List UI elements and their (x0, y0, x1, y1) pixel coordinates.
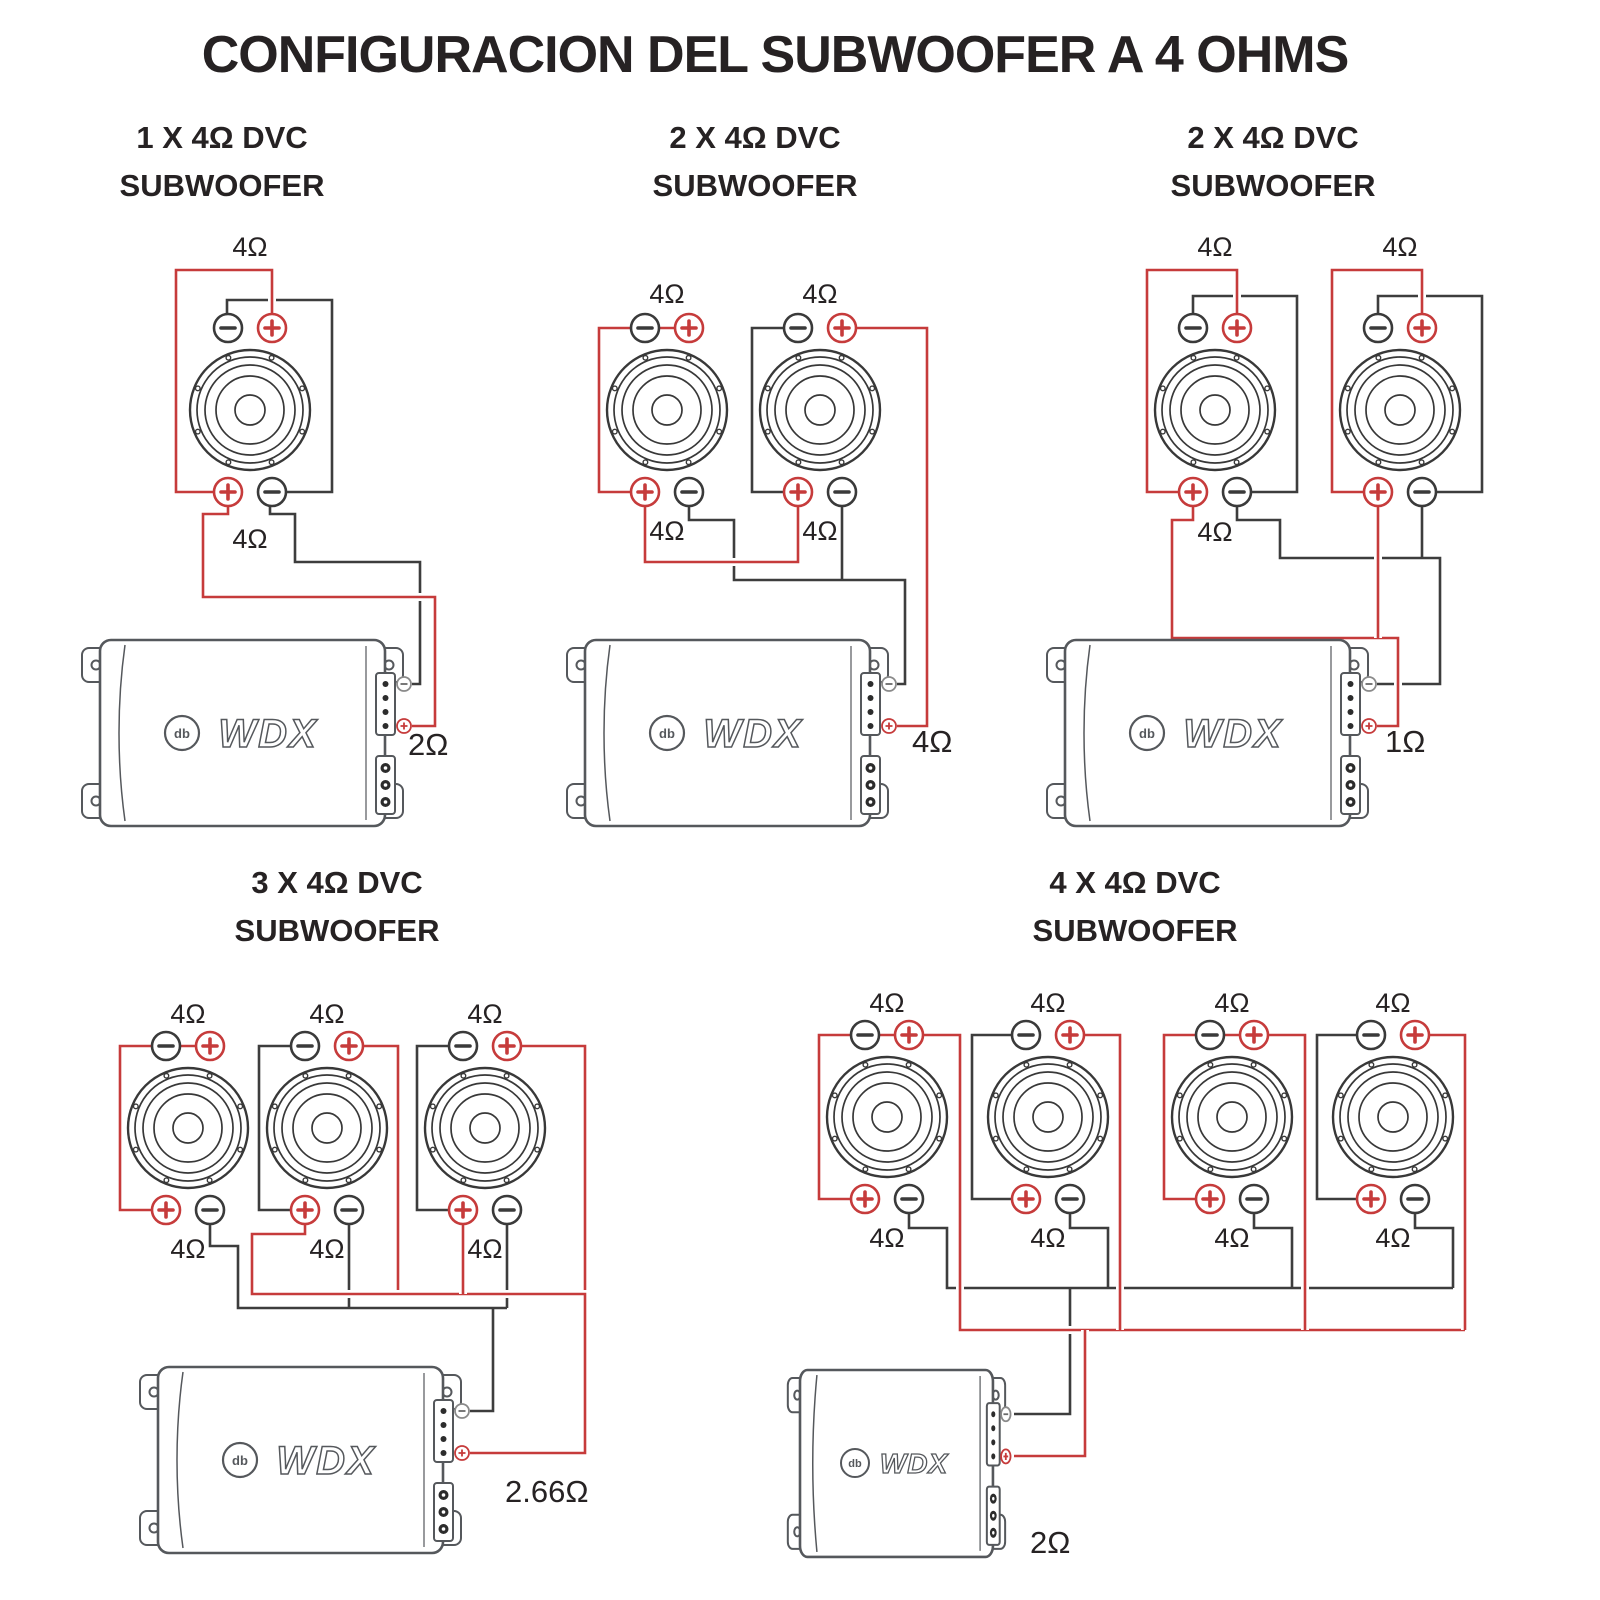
panel-title: SUBWOOFER (1033, 913, 1238, 948)
negative-wires (1191, 294, 1484, 686)
coil-impedance-label: 4Ω (649, 279, 684, 309)
coil-impedance-label: 4Ω (1214, 988, 1249, 1018)
coil-impedance-label: 4Ω (649, 516, 684, 546)
coil-impedance-label: 4Ω (309, 1234, 344, 1264)
coil-impedance-label: 4Ω (1375, 988, 1410, 1018)
panel-title: 1 X 4Ω DVC (136, 120, 307, 155)
subwoofer-icon (126, 1030, 250, 1226)
positive-wires (595, 324, 931, 730)
positive-wires (1143, 266, 1426, 730)
negative-wires (225, 298, 422, 686)
coil-impedance-label: 4Ω (1197, 232, 1232, 262)
coil-impedance-label: 4Ω (1030, 988, 1065, 1018)
panel-title: SUBWOOFER (653, 168, 858, 203)
subwoofer-icon (986, 1019, 1110, 1215)
coil-impedance-label: 4Ω (170, 1234, 205, 1264)
brand-mark-text: db (1139, 726, 1155, 741)
panel-title: SUBWOOFER (1171, 168, 1376, 203)
subwoofer-icon (825, 1019, 949, 1215)
subwoofer-icon (1170, 1019, 1294, 1215)
panel-5: db WDX 4 X 4Ω DVC SUBWOOFER 4Ω 4Ω 4Ω 4Ω … (786, 865, 1469, 1560)
panel-title: 2 X 4Ω DVC (669, 120, 840, 155)
brand-logo-text: WDX (1183, 712, 1283, 756)
panel-1: db WDX 1 X 4Ω DVC SUBWOOFER 4Ω 4Ω 2Ω (80, 120, 448, 828)
panel-title: SUBWOOFER (120, 168, 325, 203)
brand-mark-text: db (232, 1453, 248, 1468)
negative-wires (687, 326, 907, 686)
brand-logo-text: WDX (880, 1448, 950, 1479)
subwoofer-icon (1153, 312, 1277, 508)
brand-mark-text: db (848, 1458, 862, 1470)
brand-mark-icon (648, 714, 686, 752)
amp-impedance-label: 2.66Ω (505, 1474, 589, 1509)
coil-impedance-label: 4Ω (1030, 1223, 1065, 1253)
panel-4: db WDX 3 X 4Ω DVC SUBWOOFER 4Ω 4Ω 4Ω 4Ω … (116, 865, 589, 1555)
amp-impedance-label: 1Ω (1385, 724, 1425, 759)
panel-3: db WDX 2 X 4Ω DVC SUBWOOFER 4Ω 4Ω 4Ω 1Ω (1045, 120, 1484, 828)
brand-mark-icon (1128, 714, 1166, 752)
coil-impedance-label: 4Ω (467, 1234, 502, 1264)
coil-impedance-label: 4Ω (232, 232, 267, 262)
coil-impedance-label: 4Ω (1214, 1223, 1249, 1253)
panel-2: db WDX 2 X 4Ω DVC SUBWOOFER 4Ω 4Ω 4Ω 4Ω … (565, 120, 952, 828)
panel-title: SUBWOOFER (235, 913, 440, 948)
brand-mark-text: db (659, 726, 675, 741)
coil-impedance-label: 4Ω (467, 999, 502, 1029)
brand-mark-text: db (174, 726, 190, 741)
coil-impedance-label: 4Ω (869, 1223, 904, 1253)
subwoofer-icon (265, 1030, 389, 1226)
subwoofer-icon (758, 312, 882, 508)
amp-impedance-label: 4Ω (912, 724, 952, 759)
coil-impedance-label: 4Ω (170, 999, 205, 1029)
main-title: CONFIGURACION DEL SUBWOOFER A 4 OHMS (202, 26, 1349, 84)
subwoofer-icon (1338, 312, 1462, 508)
subwoofer-icon (423, 1030, 547, 1226)
positive-wires (172, 266, 439, 730)
amp-impedance-label: 2Ω (1030, 1525, 1070, 1560)
brand-mark-icon (840, 1448, 870, 1478)
brand-mark-icon (163, 714, 201, 752)
panel-title: 2 X 4Ω DVC (1187, 120, 1358, 155)
coil-impedance-label: 4Ω (802, 279, 837, 309)
brand-mark-icon (221, 1441, 259, 1479)
coil-impedance-label: 4Ω (869, 988, 904, 1018)
brand-logo-text: WDX (703, 712, 803, 756)
subwoofer-icon (188, 312, 312, 508)
coil-impedance-label: 4Ω (1382, 232, 1417, 262)
brand-logo-text: WDX (218, 712, 318, 756)
coil-impedance-label: 4Ω (1197, 517, 1232, 547)
brand-logo-text: WDX (276, 1439, 376, 1483)
panel-title: 3 X 4Ω DVC (251, 865, 422, 900)
coil-impedance-label: 4Ω (802, 516, 837, 546)
coil-impedance-label: 4Ω (232, 524, 267, 554)
subwoofer-icon (605, 312, 729, 508)
panel-title: 4 X 4Ω DVC (1049, 865, 1220, 900)
coil-impedance-label: 4Ω (309, 999, 344, 1029)
subwoofer-icon (1331, 1019, 1455, 1215)
coil-impedance-label: 4Ω (1375, 1223, 1410, 1253)
amp-impedance-label: 2Ω (408, 727, 448, 762)
